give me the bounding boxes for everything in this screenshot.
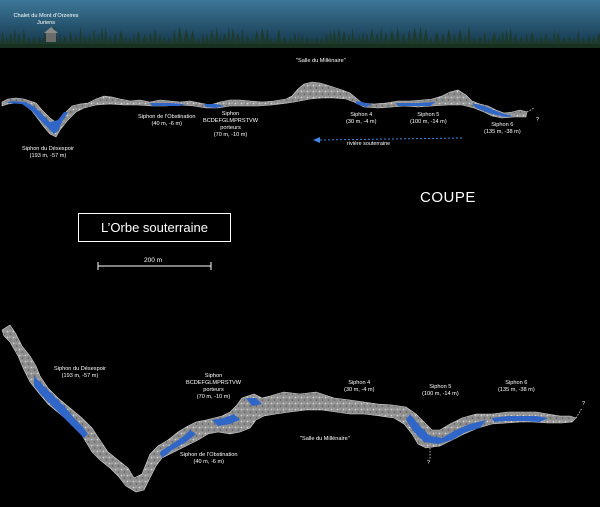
plan-label-siphon-6: Siphon 6(135 m, -38 m) bbox=[498, 380, 535, 393]
surface-label: Chalet du Mont d’Orzeires Juriens bbox=[8, 13, 84, 27]
profile-sump-obstination bbox=[150, 103, 185, 106]
view-label: COUPE bbox=[420, 189, 476, 206]
profile-sump-4 bbox=[356, 101, 372, 107]
profile-label-salle: "Salle du Millénaire" bbox=[296, 58, 346, 64]
plan-sump-porteurs bbox=[212, 414, 240, 426]
profile-label-obstination: Siphon de l’Obstination(40 m, -6 m) bbox=[138, 114, 196, 127]
profile-label-desespoir: Siphon du Désespoir(193 m, -57 m) bbox=[22, 146, 74, 159]
profile-unknown-continuation bbox=[526, 107, 535, 113]
plan-unknown-mark-1: ? bbox=[427, 460, 431, 466]
chalet-roof-icon bbox=[44, 27, 58, 33]
plan-label-desespoir: Siphon du Désespoir(193 m, -57 m) bbox=[54, 366, 106, 379]
plan-unknown-mark-2: ? bbox=[582, 401, 586, 407]
profile-label-siphon-6: Siphon 6(135 m, -38 m) bbox=[484, 122, 521, 135]
profile-sump-porteurs bbox=[204, 104, 224, 108]
river-arrow-head bbox=[313, 137, 320, 143]
plan-sump-desespoir bbox=[34, 376, 88, 438]
plan-section bbox=[1, 107, 583, 493]
plan-label-obstination: Siphon de l’Obstination(40 m, -6 m) bbox=[180, 452, 238, 465]
profile-label-siphon-5: Siphon 5(100 m, -14 m) bbox=[410, 112, 447, 125]
profile-label-siphon-4: Siphon 4(30 m, -4 m) bbox=[346, 112, 377, 125]
scale-bar bbox=[97, 262, 212, 270]
tree-line bbox=[0, 26, 600, 46]
plan-gallery bbox=[1, 324, 577, 493]
profile-section bbox=[1, 81, 528, 143]
surface-band bbox=[0, 0, 600, 48]
plan-label-siphon-4: Siphon 4(30 m, -4 m) bbox=[344, 380, 375, 393]
plan-label-siphon-5: Siphon 5(100 m, -14 m) bbox=[422, 384, 459, 397]
profile-sump-5 bbox=[396, 102, 436, 106]
profile-sump-desespoir bbox=[6, 101, 68, 134]
river-label: rivière souterraine bbox=[347, 141, 391, 147]
chalet-icon bbox=[46, 32, 56, 42]
plan-label-salle: "Salle du Millénaire" bbox=[300, 436, 350, 442]
profile-gallery bbox=[1, 81, 528, 138]
scale-label: 200 m bbox=[144, 257, 163, 264]
surface-name: Chalet du Mont d’Orzeires bbox=[13, 13, 79, 19]
profile-sump-6 bbox=[472, 103, 514, 117]
plan-sump-5 bbox=[406, 414, 486, 444]
river-flow-arrow bbox=[317, 137, 463, 141]
profile-unknown-mark: ? bbox=[536, 117, 540, 123]
plan-unknown-continuation bbox=[575, 407, 583, 419]
plan-sump-obstination bbox=[160, 430, 196, 458]
plan-sump-6 bbox=[492, 416, 548, 422]
plan-sump-4 bbox=[246, 398, 262, 406]
surface-place: Juriens bbox=[36, 20, 56, 26]
diagram-title: L’Orbe souterraine bbox=[78, 213, 231, 242]
